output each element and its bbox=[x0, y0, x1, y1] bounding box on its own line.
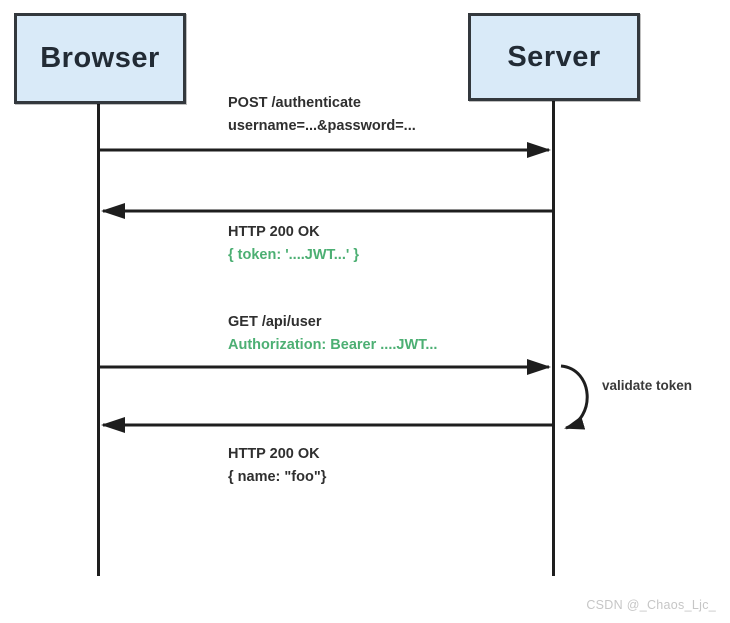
actor-box-server: Server bbox=[468, 13, 640, 101]
actor-box-browser: Browser bbox=[14, 13, 186, 104]
message-line: HTTP 200 OK bbox=[228, 446, 320, 462]
actor-label-browser: Browser bbox=[40, 42, 160, 74]
message-label-http200-name: HTTP 200 OK { name: "foo"} bbox=[228, 443, 326, 489]
validate-token-self-loop bbox=[560, 364, 589, 430]
message-line-jwt-token: { token: '....JWT...' } bbox=[228, 247, 359, 263]
message-label-post-authenticate: POST /authenticate username=...&password… bbox=[228, 92, 416, 138]
message-line: POST /authenticate bbox=[228, 95, 361, 111]
actor-label-server: Server bbox=[507, 40, 601, 73]
message-line: HTTP 200 OK bbox=[228, 224, 320, 240]
message-line: GET /api/user bbox=[228, 314, 322, 330]
message-line: { name: "foo"} bbox=[228, 469, 327, 485]
message-label-http200-token: HTTP 200 OK { token: '....JWT...' } bbox=[228, 221, 359, 267]
message-line: username=...&password=... bbox=[228, 118, 416, 134]
message-line-authorization-bearer: Authorization: Bearer ....JWT... bbox=[228, 337, 438, 353]
csdn-watermark: CSDN @_Chaos_Ljc_ bbox=[586, 598, 716, 612]
validate-token-label: validate token bbox=[602, 378, 693, 393]
message-label-get-api-user: GET /api/user Authorization: Bearer ....… bbox=[228, 311, 437, 357]
